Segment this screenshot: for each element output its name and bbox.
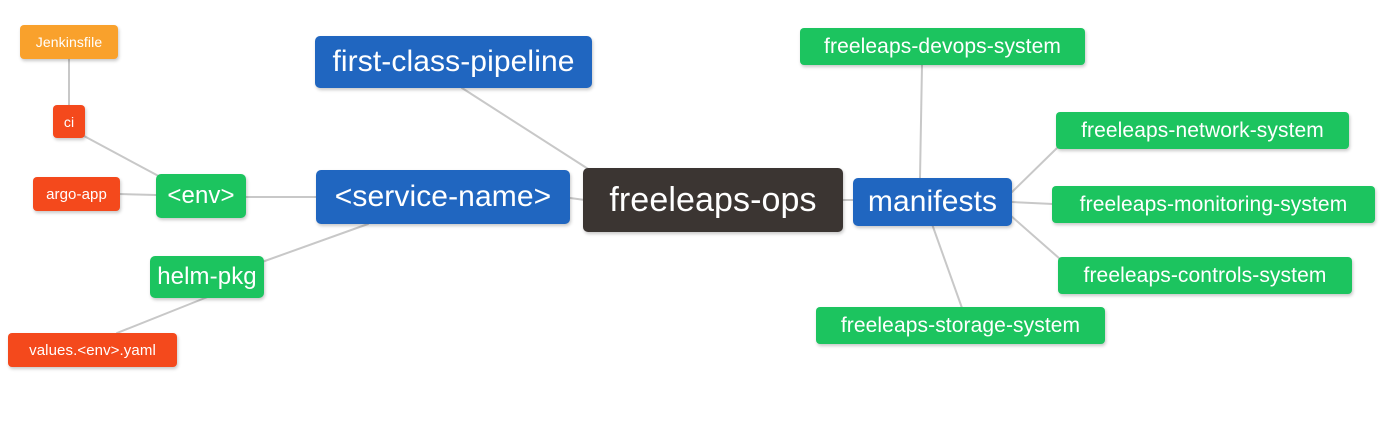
node-label-first-class-pipeline: first-class-pipeline (332, 45, 575, 78)
edge-manifests-monitoring-system (1011, 201, 1054, 205)
node-freeleaps-monitoring-system[interactable]: freeleaps-monitoring-system (1052, 186, 1375, 223)
node-env[interactable]: <env> (156, 174, 246, 218)
node-label-helm-pkg: helm-pkg (157, 263, 257, 290)
node-freeleaps-devops-system[interactable]: freeleaps-devops-system (800, 28, 1085, 65)
edge-service-name-first-class-pipeline (461, 87, 597, 175)
edge-service-name-helm-pkg (261, 223, 369, 263)
node-manifests[interactable]: manifests (853, 178, 1012, 226)
node-ci[interactable]: ci (53, 105, 85, 138)
node-values-yaml[interactable]: values.<env>.yaml (8, 333, 177, 367)
edge-manifests-network-system (1011, 147, 1058, 193)
node-first-class-pipeline[interactable]: first-class-pipeline (315, 36, 592, 88)
node-label-freeleaps-monitoring-system: freeleaps-monitoring-system (1079, 193, 1348, 216)
node-root-freeleaps-ops[interactable]: freeleaps-ops (583, 168, 843, 232)
node-label-freeleaps-network-system: freeleaps-network-system (1081, 119, 1324, 142)
node-label-freeleaps-devops-system: freeleaps-devops-system (824, 35, 1061, 58)
node-label-jenkinsfile: Jenkinsfile (35, 34, 103, 50)
edge-manifests-devops-system (919, 64, 923, 179)
edge-env-argo-app (118, 193, 157, 196)
node-argo-app[interactable]: argo-app (33, 177, 120, 211)
edge-helm-pkg-values-yaml (116, 295, 211, 334)
node-label-freeleaps-controls-system: freeleaps-controls-system (1083, 264, 1327, 287)
edge-env-ci (83, 135, 167, 181)
node-label-env: <env> (167, 182, 235, 209)
edge-manifests-storage-system (931, 223, 963, 309)
node-service-name[interactable]: <service-name> (316, 170, 570, 224)
node-label-manifests: manifests (867, 185, 998, 218)
node-freeleaps-controls-system[interactable]: freeleaps-controls-system (1058, 257, 1352, 294)
node-label-freeleaps-storage-system: freeleaps-storage-system (840, 314, 1081, 337)
node-label-argo-app: argo-app (46, 185, 107, 203)
node-label-ci: ci (63, 113, 75, 130)
node-freeleaps-network-system[interactable]: freeleaps-network-system (1056, 112, 1349, 149)
node-freeleaps-storage-system[interactable]: freeleaps-storage-system (816, 307, 1105, 344)
node-helm-pkg[interactable]: helm-pkg (150, 256, 264, 298)
node-label-values-yaml: values.<env>.yaml (29, 341, 156, 359)
node-label-freeleaps-ops: freeleaps-ops (609, 181, 817, 219)
node-jenkinsfile[interactable]: Jenkinsfile (20, 25, 118, 59)
node-label-service-name: <service-name> (334, 180, 552, 213)
